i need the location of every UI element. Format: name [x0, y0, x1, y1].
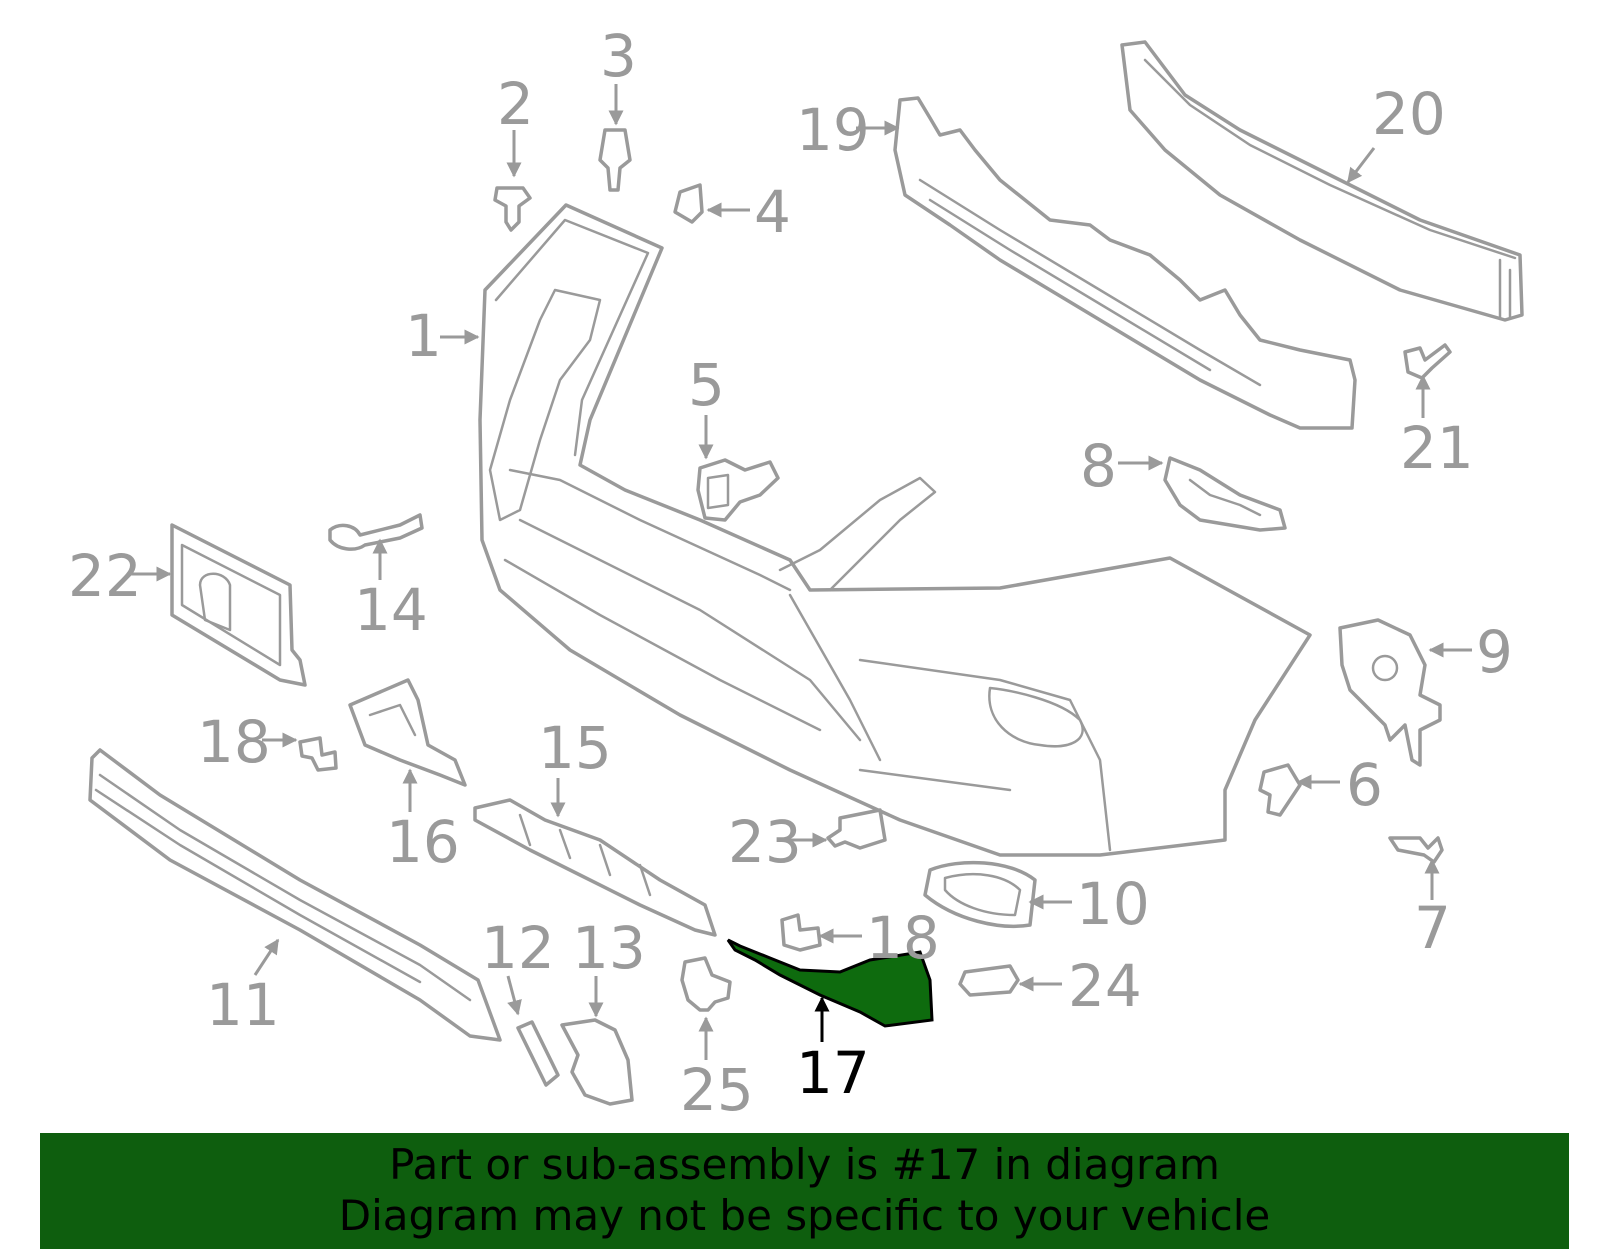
part-16-bracket: [348, 678, 467, 787]
part-18-clip-upper: [298, 736, 338, 772]
callout-10: 10: [1076, 870, 1150, 938]
part-17-highlighted: [726, 938, 934, 1028]
callout-7: 7: [1414, 894, 1451, 962]
callout-6: 6: [1346, 751, 1383, 819]
callout-15: 15: [538, 714, 612, 782]
arrow-20: [1346, 147, 1376, 184]
part-23-sensor: [826, 808, 887, 850]
callout-9: 9: [1476, 618, 1513, 686]
part-9-fog-bracket: [1338, 618, 1442, 767]
callout-18-lower: 18: [866, 904, 940, 972]
part-15-absorber: [473, 798, 717, 937]
callout-13: 13: [572, 914, 646, 982]
callout-20: 20: [1372, 80, 1446, 148]
part-10-fog-bezel: [923, 860, 1037, 928]
callout-24: 24: [1068, 952, 1142, 1020]
part-22-plate-bracket: [170, 523, 307, 687]
part-12-trim: [516, 1020, 560, 1087]
part-20-beam: [1120, 40, 1524, 322]
part-19-absorber: [893, 96, 1357, 430]
arrow-12: [506, 975, 522, 1016]
arrow-11: [253, 938, 280, 976]
parts-diagram: 1 2 3 4 5 6 7 8 9 10 11 12 13 14 15 16 1…: [68, 22, 1524, 1124]
banner-line-2: Diagram may not be specific to your vehi…: [338, 1191, 1271, 1240]
part-5-bracket: [696, 458, 780, 522]
callout-21: 21: [1400, 414, 1474, 482]
banner-line-1: Part or sub-assembly is #17 in diagram: [389, 1140, 1220, 1189]
part-1-bumper-cover: [478, 203, 1312, 857]
callout-23: 23: [728, 808, 802, 876]
part-25-sensor: [680, 956, 732, 1012]
part-6-clip: [1258, 763, 1302, 817]
callout-14: 14: [354, 576, 428, 644]
callout-labels: 1 2 3 4 5 6 7 8 9 10 11 12 13 14 15 16 1…: [68, 22, 1513, 1124]
callout-17: 17: [796, 1039, 870, 1107]
callout-1: 1: [405, 302, 442, 370]
part-21-bolt: [1403, 343, 1452, 380]
part-18-clip-lower: [780, 913, 822, 952]
callout-18-upper: 18: [197, 708, 271, 776]
part-3-push-clip: [598, 128, 632, 192]
part-24-marker: [958, 964, 1020, 997]
callout-4: 4: [754, 178, 791, 246]
callout-11: 11: [206, 971, 280, 1039]
part-11-lower-grille: [88, 748, 502, 1042]
part-8-bracket: [1163, 456, 1287, 532]
callout-8: 8: [1080, 432, 1117, 500]
part-14-connector: [328, 513, 424, 551]
callout-2: 2: [497, 70, 534, 138]
part-2-clip: [493, 186, 532, 232]
info-banner: Part or sub-assembly is #17 in diagram D…: [40, 1133, 1569, 1249]
callout-19: 19: [796, 96, 870, 164]
part-7-push-pin: [1388, 836, 1444, 864]
part-13-cover: [560, 1018, 634, 1106]
callout-25: 25: [680, 1056, 754, 1124]
leader-arrows: [130, 84, 1472, 1060]
callout-3: 3: [600, 22, 637, 90]
callout-16: 16: [386, 808, 460, 876]
callout-5: 5: [688, 351, 725, 419]
part-4-retainer: [673, 183, 704, 224]
callout-22: 22: [68, 542, 142, 610]
callout-12: 12: [481, 914, 555, 982]
